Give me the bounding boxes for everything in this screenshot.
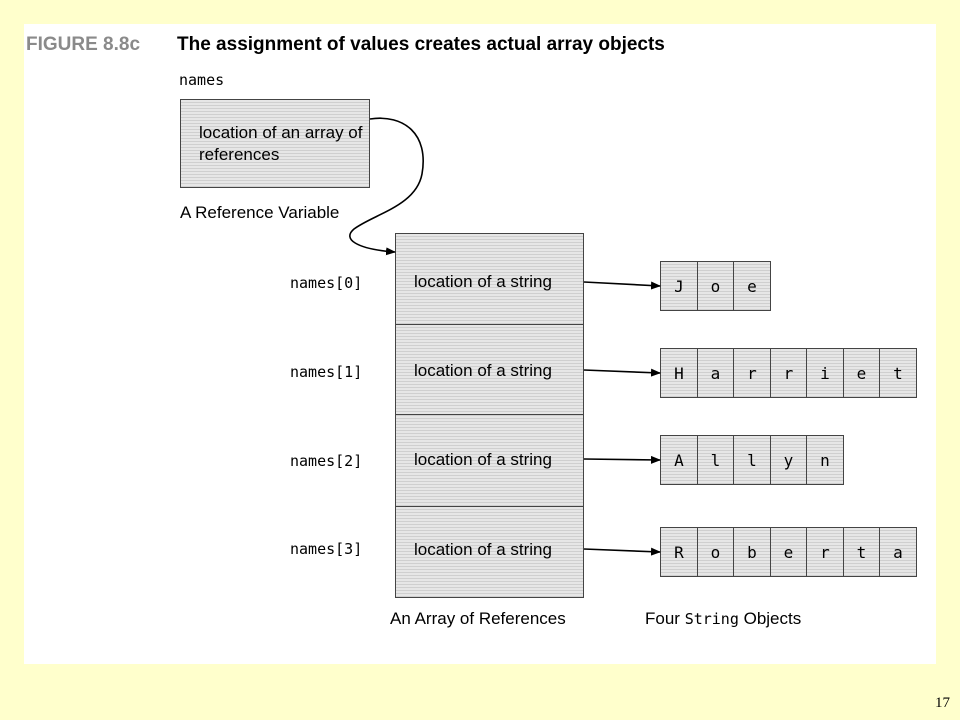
char-cell: y	[769, 435, 808, 485]
reference-variable-text: location of an array of references	[199, 123, 363, 164]
figure-title: The assignment of values creates actual …	[177, 34, 665, 55]
array-cell-1: location of a string	[395, 323, 584, 416]
char-cell: e	[769, 527, 808, 577]
figure-label: FIGURE 8.8c	[26, 34, 141, 55]
reference-curve-arrow	[349, 117, 424, 256]
array-cell-text: location of a string	[414, 272, 552, 291]
char-cell: r	[769, 348, 808, 398]
char-cell: b	[733, 527, 771, 577]
char-cell: o	[696, 261, 735, 311]
figure-panel: FIGURE 8.8c The assignment of values cre…	[24, 24, 936, 664]
array-cell-text: location of a string	[414, 450, 552, 469]
string-object-3: R o b e r t a	[660, 527, 917, 577]
char-cell: J	[660, 261, 698, 311]
array-caption: An Array of References	[390, 609, 566, 628]
reference-variable-box: location of an array of references	[180, 99, 370, 188]
array-cell-2: location of a string	[395, 414, 584, 507]
char-cell: H	[660, 348, 698, 398]
pointer-arrow-1	[583, 368, 661, 377]
arrows-layer	[349, 117, 661, 556]
char-cell: A	[660, 435, 698, 485]
char-cell: l	[696, 435, 735, 485]
char-cell: e	[842, 348, 881, 398]
index-label-3: names[3]	[290, 540, 363, 558]
char-cell: a	[696, 348, 735, 398]
strings-caption-prefix: Four	[645, 609, 685, 628]
strings-caption: Four String Objects	[645, 609, 801, 629]
char-cell: r	[806, 527, 844, 577]
char-cell: o	[696, 527, 735, 577]
char-cell: e	[733, 261, 771, 311]
reference-variable-caption: A Reference Variable	[180, 203, 340, 222]
char-cell: t	[879, 348, 917, 398]
strings-caption-suffix: Objects	[738, 609, 802, 628]
pointer-arrow-3	[583, 547, 661, 556]
char-cell: l	[733, 435, 771, 485]
char-cell: i	[806, 348, 844, 398]
page-number: 17	[935, 695, 950, 711]
strings-caption-code: String	[684, 610, 739, 628]
pointer-arrow-0	[583, 281, 661, 290]
string-object-1: H a r r i e t	[660, 348, 917, 398]
pointer-arrow-2	[583, 455, 661, 464]
array-cell-0: location of a string	[395, 233, 584, 325]
index-label-1: names[1]	[290, 363, 363, 381]
char-cell: n	[806, 435, 844, 485]
char-cell: a	[879, 527, 917, 577]
char-cell: r	[733, 348, 771, 398]
array-cell-text: location of a string	[414, 360, 552, 380]
index-label-2: names[2]	[290, 452, 363, 470]
array-cell-text: location of a string	[414, 539, 552, 559]
variable-name: names	[179, 71, 225, 89]
index-label-0: names[0]	[290, 274, 363, 292]
string-object-2: A l l y n	[660, 435, 844, 485]
string-object-0: J o e	[660, 261, 771, 311]
array-cell-3: location of a string	[395, 505, 584, 598]
char-cell: t	[842, 527, 881, 577]
